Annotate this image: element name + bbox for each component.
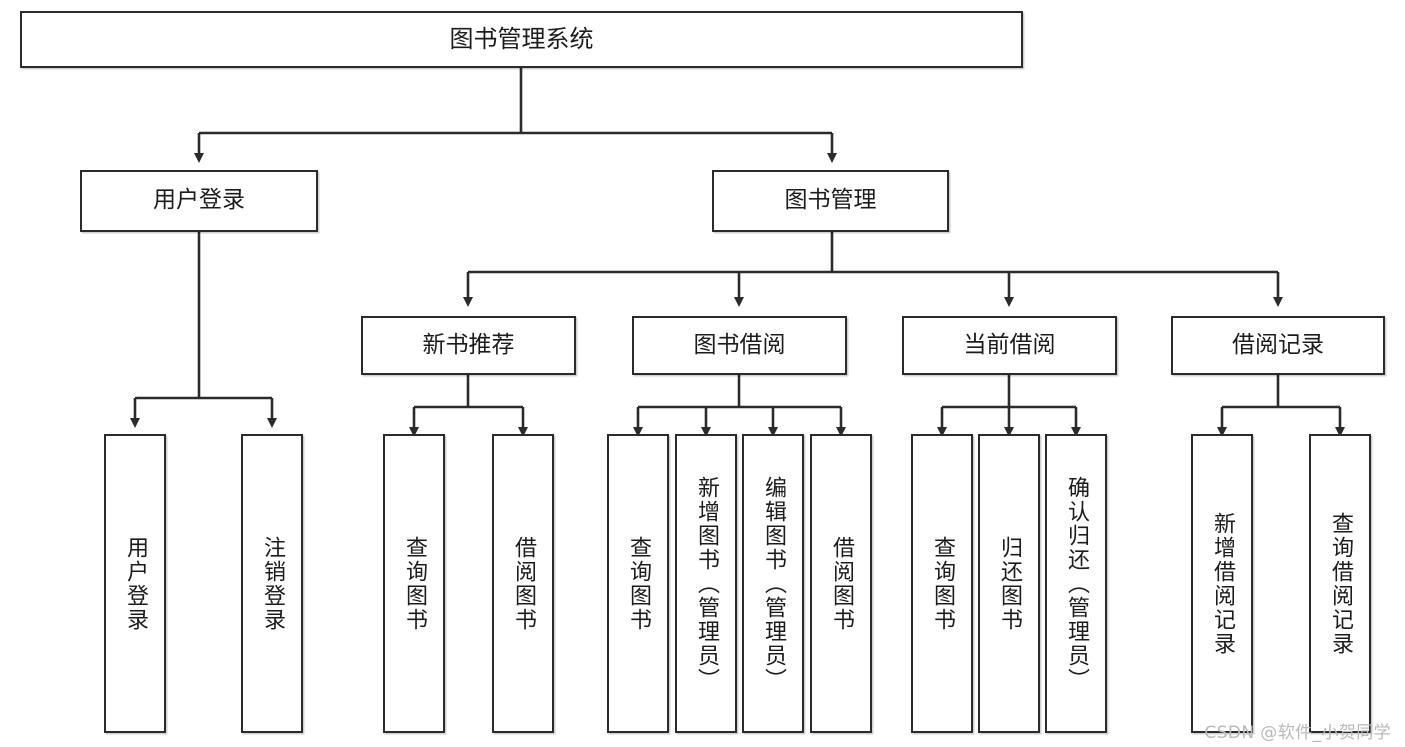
leaf-current-borrow-return-book[interactable]: 归还图书 [978,434,1040,733]
node-label: 查询借阅记录 [1328,511,1353,656]
node-label: 图书管理 [784,187,877,214]
node-label: 当前借阅 [963,331,1056,358]
node-book-management-system[interactable]: 图书管理系统 [20,11,1023,68]
leaf-borrow-record-add-record[interactable]: 新增借阅记录 [1191,434,1253,733]
node-label: 借阅记录 [1232,331,1324,358]
node-label: 新书推荐 [422,331,515,358]
node-book-management[interactable]: 图书管理 [712,170,949,232]
node-label: 确认归还（管理员） [1064,475,1089,692]
node-label: 借阅图书 [829,535,854,632]
node-label: 新增借阅记录 [1210,511,1235,656]
leaf-borrow-record-query-record[interactable]: 查询借阅记录 [1309,434,1371,733]
leaf-book-borrow-borrow-book[interactable]: 借阅图书 [810,434,872,733]
leaf-book-borrow-edit-book-admin[interactable]: 编辑图书（管理员） [742,434,804,733]
node-new-book-recommend[interactable]: 新书推荐 [361,316,576,375]
node-label: 新增图书（管理员） [694,475,719,692]
leaf-book-borrow-add-book-admin[interactable]: 新增图书（管理员） [675,434,737,733]
node-current-borrow[interactable]: 当前借阅 [902,316,1117,375]
node-user-login[interactable]: 用户登录 [80,170,318,232]
leaf-book-borrow-query-book[interactable]: 查询图书 [607,434,669,733]
node-label: 查询图书 [626,535,651,632]
node-label: 查询图书 [930,535,955,632]
node-label: 查询图书 [402,535,427,632]
node-book-borrow[interactable]: 图书借阅 [632,316,847,375]
leaf-user-login-logout[interactable]: 注销登录 [241,434,303,733]
node-label: 编辑图书（管理员） [761,475,786,692]
node-label: 用户登录 [123,535,148,632]
csdn-watermark: CSDN @软件_小贺同学 [1204,723,1391,743]
node-label: 借阅图书 [511,535,536,632]
leaf-current-borrow-confirm-return-admin[interactable]: 确认归还（管理员） [1045,434,1107,733]
leaf-current-borrow-query-book[interactable]: 查询图书 [911,434,973,733]
node-borrow-record[interactable]: 借阅记录 [1171,316,1385,375]
leaf-user-login-login[interactable]: 用户登录 [104,434,166,733]
node-label: 用户登录 [153,187,245,214]
node-label: 图书借阅 [693,331,786,358]
node-label: 图书管理系统 [449,25,594,54]
node-label: 归还图书 [997,535,1022,632]
node-label: 注销登录 [260,535,285,632]
leaf-new-book-query-book[interactable]: 查询图书 [383,434,445,733]
leaf-new-book-borrow-book[interactable]: 借阅图书 [492,434,554,733]
